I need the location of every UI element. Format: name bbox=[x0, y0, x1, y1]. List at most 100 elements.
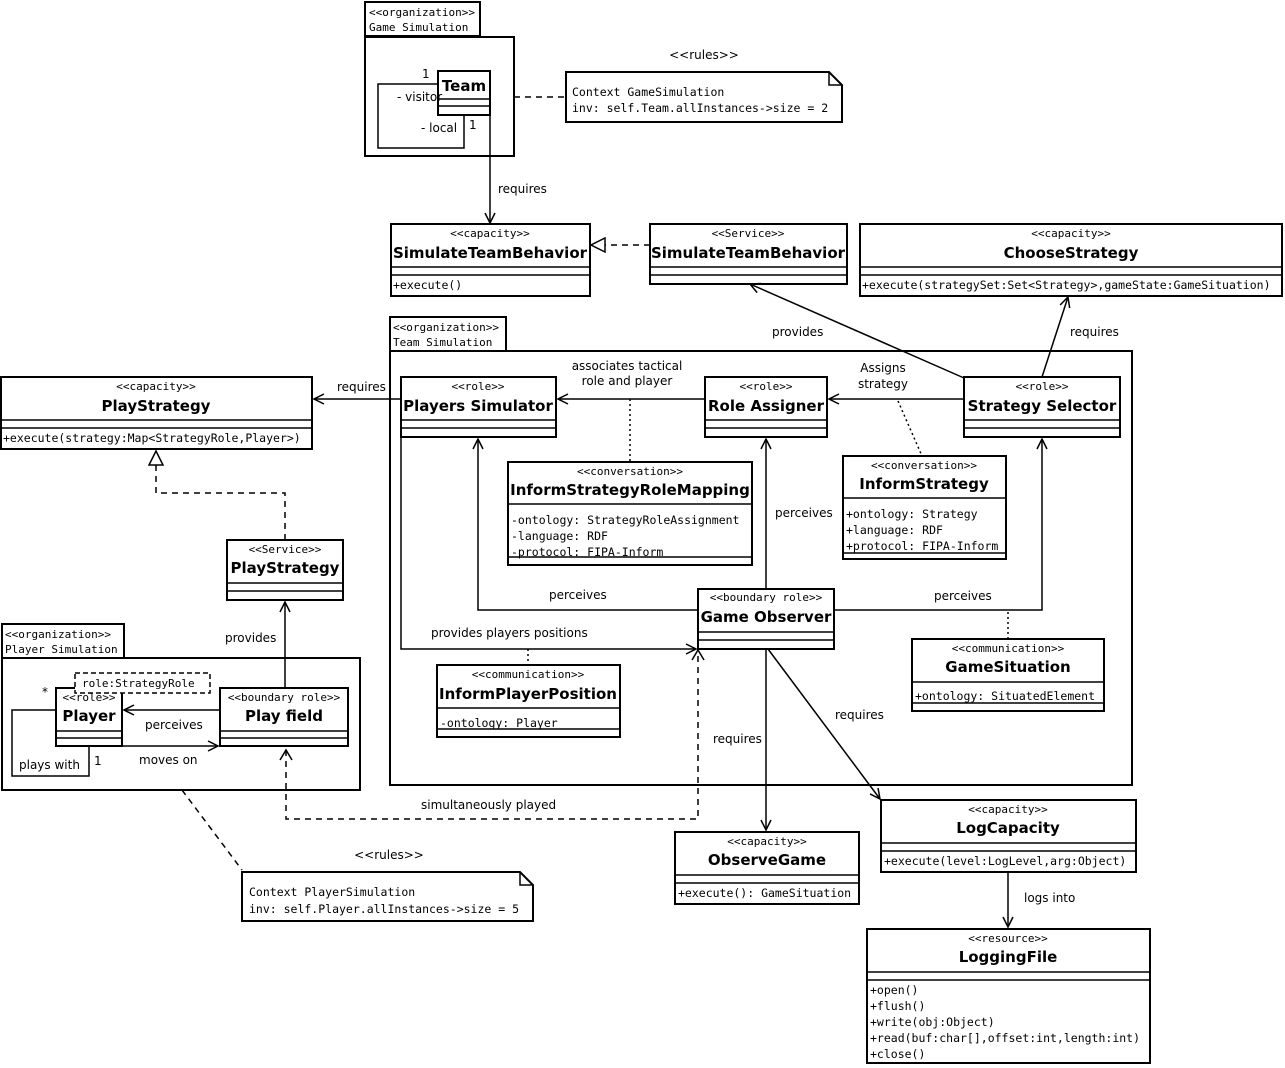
inform-player-position-stereotype: <<communication>> bbox=[472, 668, 585, 681]
rules-player-line1: Context PlayerSimulation bbox=[249, 885, 415, 899]
inform-player-position-name: InformPlayerPosition bbox=[439, 685, 617, 703]
logging-file-op-write: +write(obj:Object) bbox=[870, 1015, 995, 1029]
logging-file-op-flush: +flush() bbox=[870, 999, 925, 1013]
team-class: Team - visitor - local 1 1 bbox=[377, 67, 491, 149]
simulate-capacity-name: SimulateTeamBehavior bbox=[393, 244, 588, 262]
player-self-association bbox=[11, 709, 90, 777]
observe-game-stereotype: <<capacity>> bbox=[727, 835, 807, 848]
strategy-selector-name: Strategy Selector bbox=[968, 397, 1117, 415]
strategy-selector-stereotype: <<role>> bbox=[1016, 380, 1069, 393]
strategy-selector-requires-arrow bbox=[1041, 297, 1068, 378]
moves-on-label: moves on bbox=[139, 753, 198, 767]
team-visitor-role: - visitor bbox=[397, 90, 442, 104]
rules-game-line1: Context GameSimulation bbox=[572, 85, 724, 99]
inform-strategy-attr-protocol: +protocol: FIPA-Inform bbox=[846, 539, 998, 553]
observe-requires-label: requires bbox=[713, 732, 762, 746]
logging-file-stereotype: <<resource>> bbox=[968, 932, 1048, 945]
play-field-name: Play field bbox=[245, 707, 323, 725]
observe-game-name: ObserveGame bbox=[708, 851, 826, 869]
game-observer-name: Game Observer bbox=[701, 608, 832, 626]
logging-file-name: LoggingFile bbox=[959, 948, 1058, 966]
observe-game-op: +execute(): GameSituation bbox=[678, 886, 851, 900]
inform-player-position-attr: -ontology: Player bbox=[440, 716, 558, 730]
org-player-simulation: <<organization>> Player Simulation bbox=[1, 623, 361, 791]
rules-player-header: <<rules>> bbox=[354, 848, 424, 862]
team-visitor-mult: 1 bbox=[422, 67, 430, 81]
player-name: Player bbox=[62, 707, 116, 725]
org-player-simulation-stereotype: <<organization>> bbox=[5, 628, 111, 641]
log-capacity-stereotype: <<capacity>> bbox=[968, 803, 1048, 816]
rules-note-game: <<rules>> Context GameSimulation inv: se… bbox=[514, 48, 843, 123]
players-simulator-stereotype: <<role>> bbox=[452, 380, 505, 393]
org-team-simulation: <<organization>> Team Simulation bbox=[389, 316, 1133, 786]
game-situation: <<communication>> GameSituation +ontolog… bbox=[911, 638, 1105, 712]
inform-strategy-role-mapping: <<conversation>> InformStrategyRoleMappi… bbox=[507, 461, 753, 566]
play-strategy-cap-op: +execute(strategy:Map<StrategyRole,Playe… bbox=[3, 431, 301, 445]
team-local-mult: 1 bbox=[469, 118, 477, 132]
play-field-role: <<boundary role>> Play field bbox=[219, 687, 349, 747]
observe-game-capacity: <<capacity>> ObserveGame +execute(): Gam… bbox=[674, 831, 860, 905]
choose-strategy-name: ChooseStrategy bbox=[1004, 244, 1139, 262]
simulate-service-stereotype: <<Service>> bbox=[712, 227, 785, 240]
inform-strategy-attr-ontology: +ontology: Strategy bbox=[846, 507, 978, 521]
player-role-parameter: role:StrategyRole bbox=[82, 677, 195, 690]
role-assigner-role: <<role>> Role Assigner bbox=[704, 376, 828, 438]
org-game-simulation: <<organization>> Game Simulation bbox=[364, 1, 515, 157]
players-provides-positions-arrow bbox=[400, 437, 696, 649]
org-team-simulation-stereotype: <<organization>> bbox=[393, 321, 499, 334]
player-role-parameter-box bbox=[74, 672, 211, 694]
observer-requires-log-capacity bbox=[767, 648, 880, 799]
log-capacity-op: +execute(level:LogLevel,arg:Object) bbox=[884, 854, 1126, 868]
inform-strategy-stereotype: <<conversation>> bbox=[871, 459, 977, 472]
assigns-label-line2: strategy bbox=[858, 377, 908, 391]
rules-player-line2: inv: self.Player.allInstances->size = 5 bbox=[249, 902, 519, 916]
strategy-selector-provides-label: provides bbox=[772, 325, 823, 339]
simulate-capacity-op: +execute() bbox=[393, 278, 462, 292]
rules-game-header: <<rules>> bbox=[669, 48, 739, 62]
player-mult-star: * bbox=[42, 685, 48, 699]
game-observer-role: <<boundary role>> Game Observer bbox=[697, 588, 835, 650]
org-player-simulation-name: Player Simulation bbox=[5, 643, 118, 656]
play-strategy-cap-stereotype: <<capacity>> bbox=[116, 380, 196, 393]
inform-player-position: <<communication>> InformPlayerPosition -… bbox=[436, 664, 621, 738]
players-simulator-role: <<role>> Players Simulator bbox=[400, 376, 557, 438]
inform-mapping-name: InformStrategyRoleMapping bbox=[510, 481, 750, 499]
play-strategy-cap-name: PlayStrategy bbox=[102, 397, 211, 415]
play-field-provides-label: provides bbox=[225, 631, 276, 645]
rules-game-line2: inv: self.Team.allInstances->size = 2 bbox=[572, 101, 828, 115]
inform-mapping-attr-language: -language: RDF bbox=[511, 529, 608, 543]
log-capacity: <<capacity>> LogCapacity +execute(level:… bbox=[880, 799, 1137, 873]
strategy-selector-requires-label: requires bbox=[1070, 325, 1119, 339]
org-team-simulation-name: Team Simulation bbox=[393, 336, 492, 349]
inform-mapping-attr-protocol: -protocol: FIPA-Inform bbox=[511, 545, 663, 559]
logging-file-op-read: +read(buf:char[],offset:int,length:int) bbox=[870, 1031, 1140, 1045]
log-requires-label: requires bbox=[835, 708, 884, 722]
simulate-service-name: SimulateTeamBehavior bbox=[651, 244, 846, 262]
choose-strategy-op: +execute(strategySet:Set<Strategy>,gameS… bbox=[862, 278, 1271, 292]
perceives-label-left: perceives bbox=[549, 588, 607, 602]
inform-strategy-name: InformStrategy bbox=[859, 475, 989, 493]
players-simulator-name: Players Simulator bbox=[403, 397, 553, 415]
role-assigner-stereotype: <<role>> bbox=[740, 380, 793, 393]
logging-file-op-open: +open() bbox=[870, 983, 918, 997]
provides-positions-label: provides players positions bbox=[431, 626, 588, 640]
player-role: role:StrategyRole <<role>> Player bbox=[55, 672, 211, 747]
logging-file-resource: <<resource>> LoggingFile +open() +flush(… bbox=[866, 928, 1151, 1064]
play-strategy-realization-arrow bbox=[156, 451, 286, 540]
rules-note-player: <<rules>> Context PlayerSimulation inv: … bbox=[181, 789, 534, 922]
play-strategy-service-name: PlayStrategy bbox=[231, 559, 340, 577]
player-mult-one: 1 bbox=[94, 754, 102, 768]
choose-strategy-capacity: <<capacity>> ChooseStrategy +execute(str… bbox=[859, 223, 1283, 297]
strategy-selector-provides-arrow bbox=[750, 284, 965, 379]
associates-label-line2: role and player bbox=[582, 374, 673, 388]
plays-with-label: plays with bbox=[19, 758, 80, 772]
strategy-selector-role: <<role>> Strategy Selector bbox=[963, 376, 1121, 438]
logging-file-op-close: +close() bbox=[870, 1047, 925, 1061]
simulate-capacity-stereotype: <<capacity>> bbox=[450, 227, 530, 240]
inform-mapping-stereotype: <<conversation>> bbox=[577, 465, 683, 478]
team-requires-label: requires bbox=[498, 182, 547, 196]
rules-player-anchor bbox=[181, 789, 243, 871]
inform-strategy-attr-language: +language: RDF bbox=[846, 523, 943, 537]
simultaneously-arrowhead-observer bbox=[691, 648, 705, 661]
simulate-team-behavior-service: <<Service>> SimulateTeamBehavior bbox=[649, 223, 848, 285]
